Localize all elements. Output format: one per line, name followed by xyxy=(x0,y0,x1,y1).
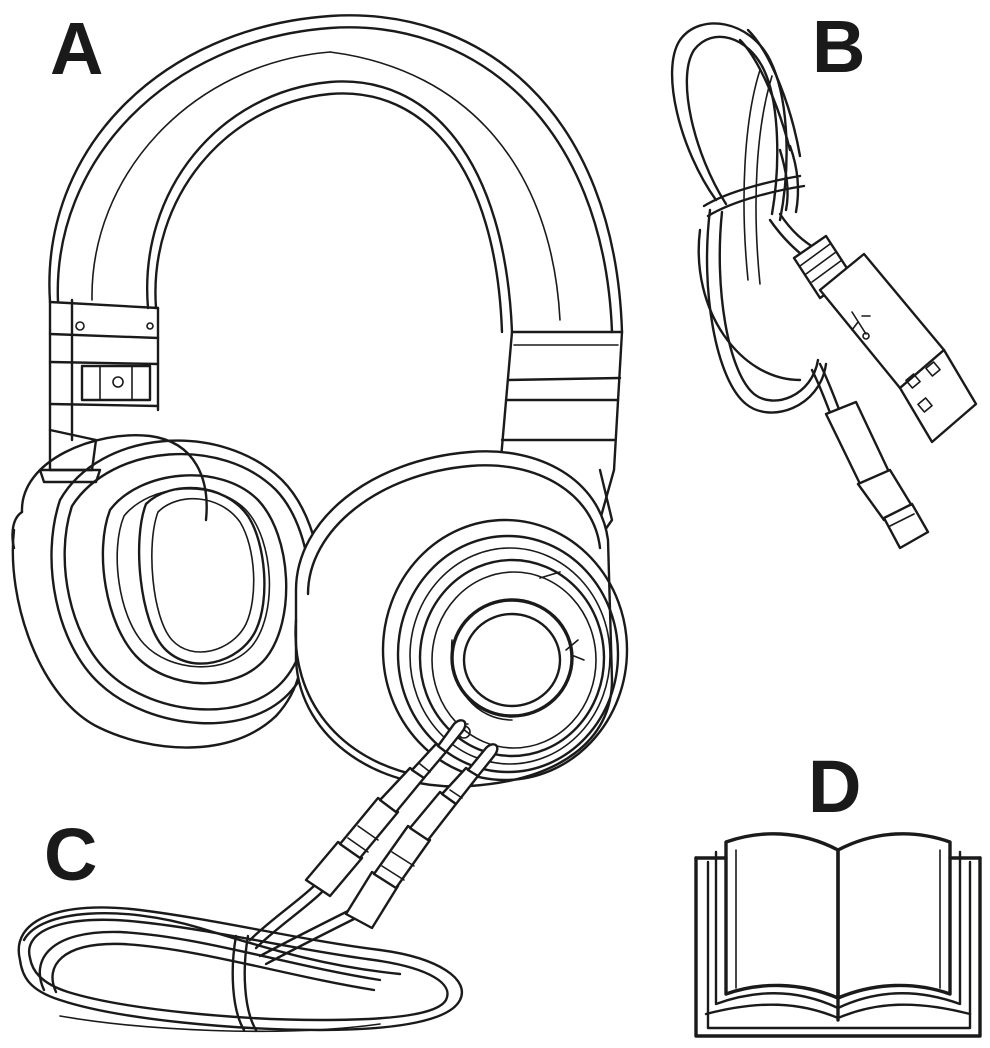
usb-cable-icon xyxy=(670,22,978,550)
label-c: C xyxy=(44,813,97,896)
manual-book-icon xyxy=(694,832,982,1038)
label-b: B xyxy=(812,5,865,88)
audio-cable-icon xyxy=(17,719,499,1033)
label-a: A xyxy=(50,7,103,90)
label-d: D xyxy=(808,745,861,828)
headphones-icon xyxy=(11,14,629,788)
